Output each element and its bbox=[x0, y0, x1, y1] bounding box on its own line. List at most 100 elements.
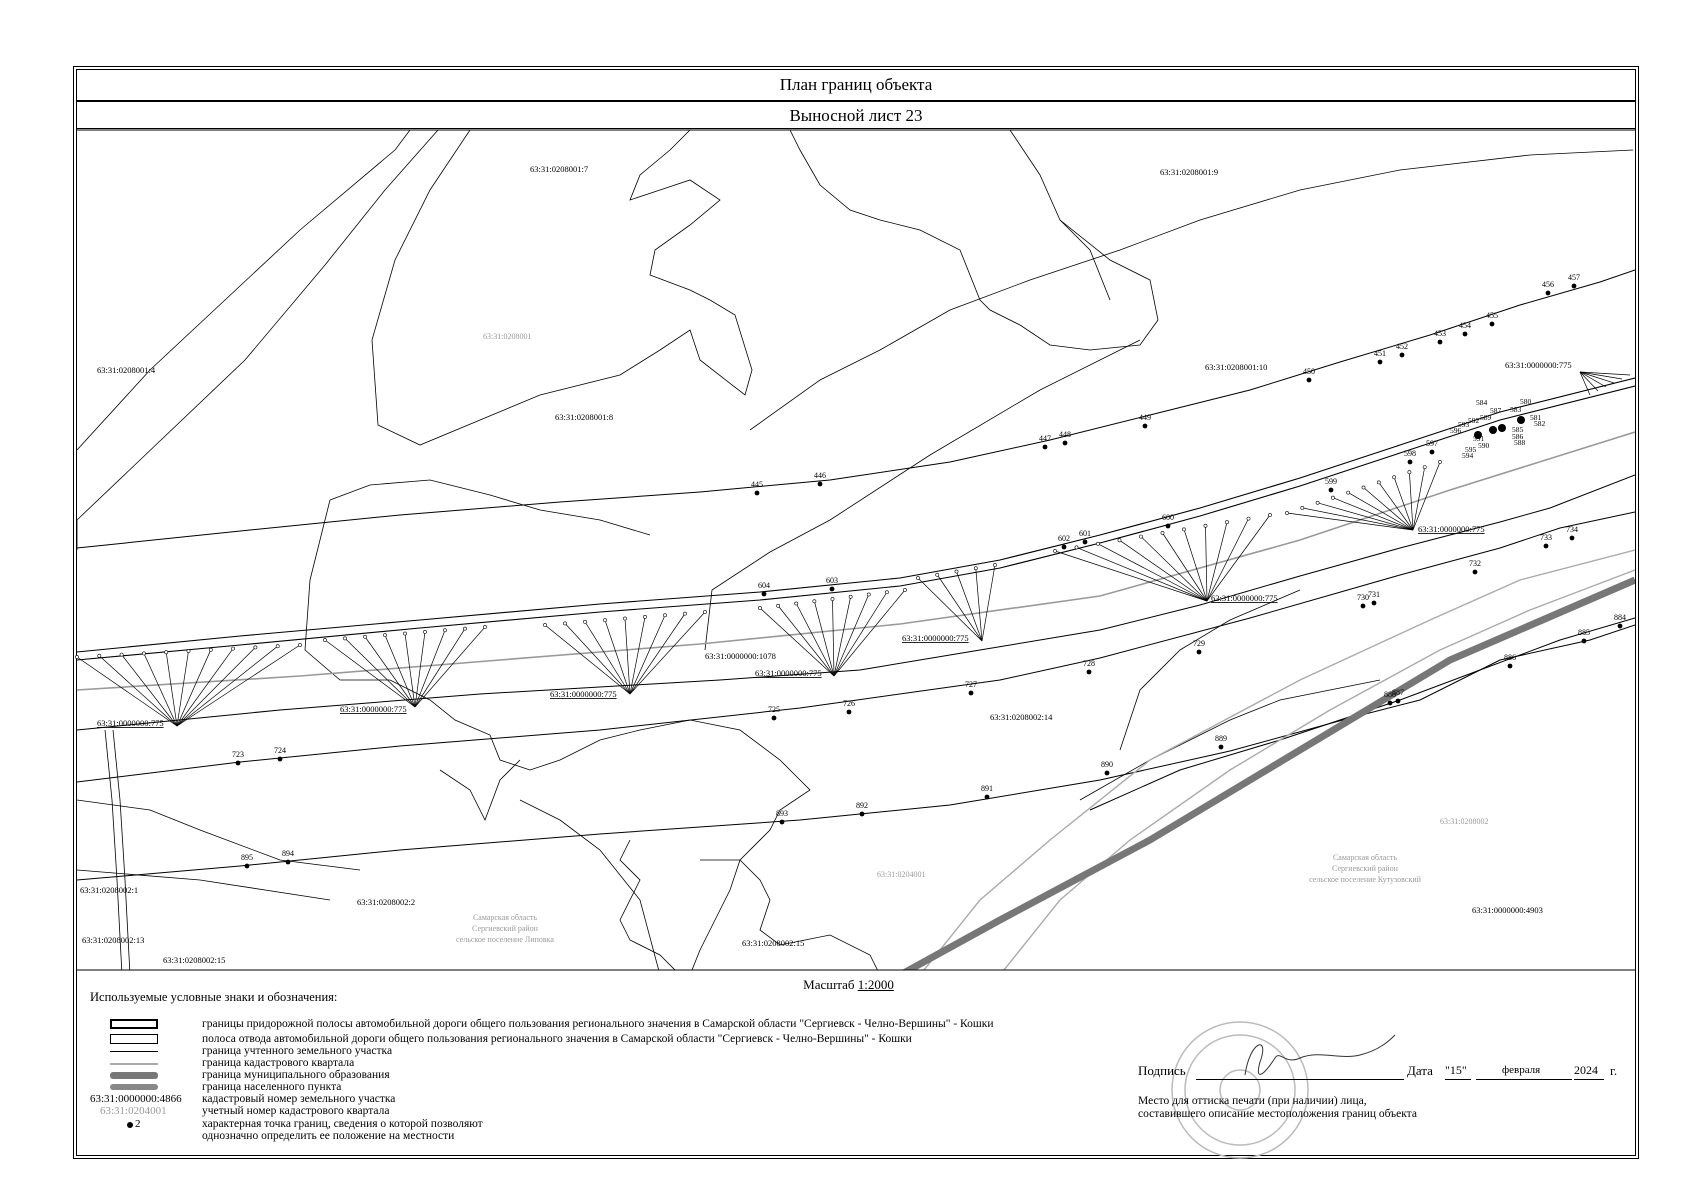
fan-point bbox=[1160, 531, 1165, 535]
parcel-label: 63:31:0208002:15 bbox=[742, 938, 804, 948]
legend-title: Используемые условные знаки и обозначени… bbox=[90, 990, 338, 1004]
fan-line bbox=[795, 603, 835, 677]
boundary-point bbox=[1545, 290, 1551, 296]
roadside-boundary bbox=[77, 269, 1635, 549]
point-number: 733 bbox=[1540, 533, 1552, 542]
fan-line bbox=[1206, 518, 1249, 602]
point-number: 597 bbox=[1426, 439, 1438, 448]
fan-line bbox=[344, 638, 416, 708]
point-number: 590 bbox=[1478, 441, 1490, 450]
parcel-boundary bbox=[77, 130, 411, 451]
point-number: 585 bbox=[1512, 425, 1524, 434]
point-number: 450 bbox=[1303, 367, 1315, 376]
boundary-point bbox=[235, 760, 241, 766]
legend-label: характерная точка границ, сведения о кот… bbox=[202, 1118, 483, 1130]
point-number: 889 bbox=[1215, 734, 1227, 743]
point-number: 595 bbox=[1465, 445, 1477, 454]
fan-line bbox=[121, 654, 178, 727]
fan-line bbox=[414, 631, 426, 708]
fan-point bbox=[208, 647, 213, 652]
parcel-boundary bbox=[77, 474, 1635, 731]
boundary-point bbox=[846, 709, 852, 715]
fan-point bbox=[866, 592, 871, 597]
fan-line bbox=[176, 645, 278, 727]
point-number: 885 bbox=[1578, 628, 1590, 637]
fan-line bbox=[1579, 371, 1615, 384]
boundary-point bbox=[1543, 543, 1549, 549]
fan-point bbox=[683, 611, 687, 616]
legend-sample-quarter-number: 63:31:0204001 bbox=[100, 1105, 167, 1117]
date-year-suffix: г. bbox=[1610, 1063, 1618, 1078]
point-number: 449 bbox=[1139, 413, 1151, 422]
point-number: 584 bbox=[1476, 398, 1488, 407]
parcel-boundary bbox=[77, 511, 1635, 783]
settlement-label-line: сельское поселение Липовка bbox=[456, 935, 554, 944]
fan-point bbox=[1331, 495, 1335, 500]
fan-line bbox=[629, 616, 646, 695]
point-number: 729 bbox=[1193, 639, 1205, 648]
fan-point bbox=[935, 572, 940, 577]
fan-point bbox=[703, 610, 707, 614]
boundary-point bbox=[1360, 603, 1366, 609]
boundary-point bbox=[1517, 416, 1525, 424]
boundary-point bbox=[244, 863, 250, 869]
fan-point bbox=[298, 643, 302, 647]
boundary-point bbox=[1387, 700, 1393, 706]
fan-line bbox=[1206, 522, 1228, 602]
boundary-point bbox=[1165, 523, 1171, 529]
fan-point bbox=[563, 621, 567, 626]
point-number: 599 bbox=[1325, 477, 1337, 486]
point-number: 723 bbox=[232, 750, 244, 759]
boundary-point bbox=[984, 794, 990, 800]
fan-point bbox=[903, 588, 907, 592]
parcel-label: 63:31:0000000:4903 bbox=[1472, 905, 1543, 915]
road-parcel-label: 63:31:0000000:775 bbox=[550, 689, 617, 699]
quarter-label: 63:31:0208001 bbox=[483, 332, 531, 341]
fan-line bbox=[176, 648, 234, 727]
fan-point bbox=[543, 623, 547, 627]
legend-symbol-municipal bbox=[110, 1072, 158, 1079]
parcel-label: 63:31:0208001:8 bbox=[555, 412, 613, 422]
fan-point bbox=[75, 655, 79, 659]
fan-line bbox=[981, 564, 996, 642]
road-parcel-label: 63:31:0000000:775 bbox=[1211, 593, 1278, 603]
boundary-point bbox=[1569, 535, 1575, 541]
fan-point bbox=[403, 631, 407, 636]
parcel-boundary bbox=[700, 859, 878, 970]
boundary-point bbox=[1462, 331, 1468, 337]
fan-point bbox=[884, 590, 889, 595]
boundary-point bbox=[1377, 359, 1383, 365]
boundary-point bbox=[1472, 569, 1478, 575]
boundary-point bbox=[1218, 744, 1224, 750]
fan-line bbox=[833, 594, 870, 677]
legend-label: кадастровый номер земельного участка bbox=[202, 1093, 396, 1105]
parcel-boundary bbox=[749, 149, 1634, 431]
fan-line bbox=[414, 626, 486, 708]
stamp-seal bbox=[1171, 1021, 1309, 1159]
fan-line bbox=[1378, 482, 1414, 531]
fan-point bbox=[1139, 534, 1143, 539]
point-number: 454 bbox=[1459, 321, 1471, 330]
point-number: 603 bbox=[826, 576, 838, 585]
fan-point bbox=[973, 566, 978, 571]
legend-label: граница муниципального образования bbox=[202, 1069, 390, 1081]
parcel-label: 63:31:0208002:2 bbox=[357, 897, 415, 907]
boundary-point bbox=[817, 481, 823, 487]
fan-line bbox=[564, 623, 631, 695]
stamp-place-line2: составившего описание местоположения гра… bbox=[1138, 1108, 1417, 1120]
fan-line bbox=[814, 601, 835, 677]
boundary-point bbox=[1437, 339, 1443, 345]
point-number: 451 bbox=[1374, 349, 1386, 358]
point-number: 886 bbox=[1504, 653, 1516, 662]
fan-line bbox=[384, 634, 416, 708]
quarter-label: 63:31:0204001 bbox=[877, 870, 925, 879]
fan-line bbox=[1579, 371, 1599, 392]
point-number: 455 bbox=[1486, 311, 1498, 320]
boundary-point bbox=[829, 586, 835, 592]
fan-line bbox=[1409, 472, 1414, 531]
boundary-point bbox=[1399, 352, 1405, 358]
right-of-way-line bbox=[77, 377, 1635, 653]
point-number: 596 bbox=[1450, 426, 1462, 435]
boundary-point bbox=[771, 715, 777, 721]
